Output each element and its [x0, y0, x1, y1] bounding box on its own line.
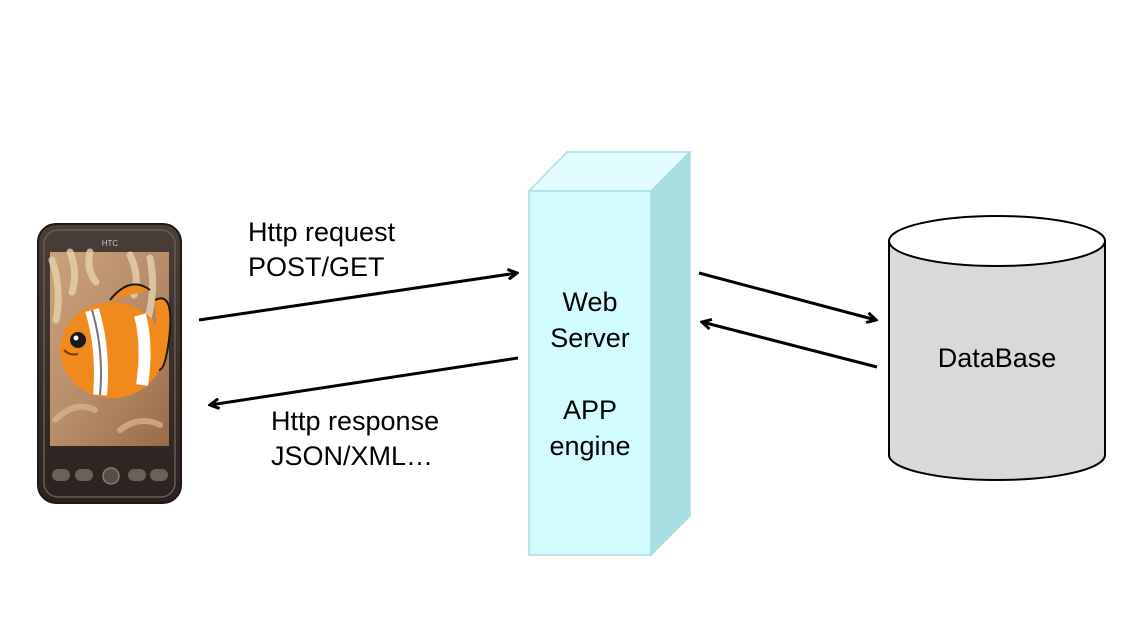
server-label-line4: engine — [549, 431, 631, 461]
db-top — [888, 215, 1106, 267]
db-body — [888, 241, 1106, 481]
server-front — [528, 190, 652, 556]
server-label-line2: Server — [550, 323, 630, 353]
phone-trackball — [102, 467, 120, 485]
database-label: DataBase — [937, 343, 1057, 373]
clownfish-icon — [48, 248, 172, 433]
response-label-line2: JSON/XML… — [271, 441, 434, 471]
server-side — [650, 150, 691, 557]
smartphone: HTC — [37, 223, 182, 504]
web-server-box — [527, 150, 692, 557]
phone-search-button — [150, 469, 168, 481]
phone-back-button — [128, 469, 146, 481]
phone-home-button — [52, 469, 70, 481]
query-arrow — [698, 271, 876, 320]
request-label-line2: POST/GET — [248, 252, 385, 282]
phone-menu-button — [75, 469, 93, 481]
request-label-line1: Http request — [248, 217, 396, 247]
phone-brand: HTC — [102, 239, 119, 248]
database-cylinder — [888, 215, 1106, 481]
result-arrow — [702, 322, 878, 369]
server-label-line1: Web — [562, 287, 618, 317]
request-arrow — [198, 273, 517, 322]
response-arrow — [210, 356, 519, 405]
response-label-line1: Http response — [271, 406, 440, 436]
server-label-line3: APP — [562, 395, 618, 425]
